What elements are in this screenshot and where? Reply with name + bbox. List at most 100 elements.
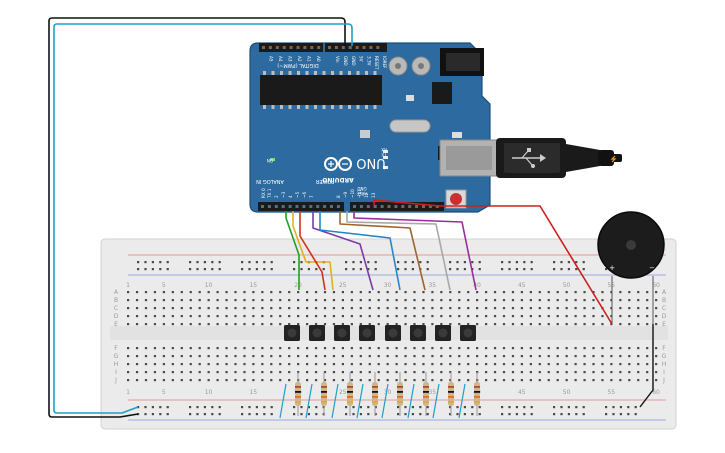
rail-hole[interactable] (463, 406, 466, 409)
rail-hole[interactable] (293, 268, 296, 271)
breadboard-hole[interactable] (135, 315, 139, 318)
rail-hole[interactable] (374, 406, 377, 409)
breadboard-hole[interactable] (135, 299, 139, 302)
breadboard-hole[interactable] (628, 299, 631, 302)
breadboard-hole[interactable] (440, 355, 443, 358)
breadboard-hole[interactable] (565, 371, 568, 374)
header-pin[interactable] (355, 46, 359, 49)
breadboard-hole[interactable] (583, 291, 586, 294)
breadboard-hole[interactable] (323, 291, 327, 294)
breadboard-hole[interactable] (332, 347, 336, 350)
rail-hole[interactable] (582, 413, 585, 416)
breadboard-hole[interactable] (243, 379, 246, 382)
rail-hole[interactable] (293, 413, 296, 416)
breadboard-hole[interactable] (153, 299, 157, 302)
breadboard-hole[interactable] (619, 299, 622, 302)
breadboard-hole[interactable] (520, 323, 523, 326)
breadboard-hole[interactable] (323, 315, 327, 318)
breadboard-hole[interactable] (252, 315, 255, 318)
vcc-wire[interactable] (53, 23, 353, 414)
breadboard-hole[interactable] (341, 291, 344, 294)
breadboard-hole[interactable] (646, 379, 649, 382)
breadboard-hole[interactable] (350, 291, 353, 294)
header-pin[interactable] (401, 205, 405, 208)
header-pin[interactable] (387, 205, 391, 208)
rail-hole[interactable] (605, 268, 608, 271)
rail-hole[interactable] (397, 261, 400, 264)
breadboard-hole[interactable] (538, 347, 541, 350)
breadboard-hole[interactable] (261, 307, 264, 310)
breadboard-hole[interactable] (127, 315, 130, 318)
breadboard-hole[interactable] (288, 355, 291, 358)
breadboard-hole[interactable] (144, 355, 148, 358)
header-pin[interactable] (309, 205, 313, 208)
breadboard-hole[interactable] (261, 371, 264, 374)
breadboard-hole[interactable] (216, 379, 219, 382)
breadboard-hole[interactable] (306, 315, 309, 318)
rail-hole[interactable] (159, 406, 162, 409)
breadboard-hole[interactable] (395, 291, 398, 294)
header-pin[interactable] (428, 205, 432, 208)
breadboard-hole[interactable] (216, 371, 219, 374)
breadboard-hole[interactable] (341, 363, 344, 366)
breadboard-hole[interactable] (332, 355, 336, 358)
header-pin[interactable] (317, 46, 321, 49)
breadboard-hole[interactable] (350, 323, 353, 326)
breadboard-hole[interactable] (234, 363, 237, 366)
breadboard-hole[interactable] (341, 371, 344, 374)
breadboard-hole[interactable] (297, 315, 300, 318)
rail-hole[interactable] (315, 406, 318, 409)
breadboard-hole[interactable] (252, 379, 255, 382)
breadboard-hole[interactable] (135, 347, 139, 350)
resistor-jumper[interactable] (279, 383, 287, 419)
breadboard-hole[interactable] (162, 347, 165, 350)
breadboard-hole[interactable] (270, 371, 273, 374)
breadboard-hole[interactable] (628, 323, 631, 326)
header-pin[interactable] (336, 205, 340, 208)
breadboard-hole[interactable] (386, 307, 389, 310)
breadboard-hole[interactable] (601, 323, 604, 326)
resistor-jumper[interactable] (407, 383, 415, 419)
breadboard-hole[interactable] (476, 299, 479, 302)
breadboard-hole[interactable] (261, 291, 264, 294)
breadboard-hole[interactable] (592, 379, 595, 382)
breadboard-hole[interactable] (225, 363, 228, 366)
breadboard-hole[interactable] (637, 291, 640, 294)
rail-hole[interactable] (203, 413, 206, 416)
rail-hole[interactable] (166, 268, 169, 271)
breadboard-hole[interactable] (225, 323, 228, 326)
breadboard-hole[interactable] (341, 307, 344, 310)
breadboard-hole[interactable] (592, 323, 595, 326)
rail-hole[interactable] (248, 261, 251, 264)
breadboard-hole[interactable] (216, 291, 219, 294)
breadboard-hole[interactable] (574, 323, 577, 326)
breadboard-hole[interactable] (359, 291, 362, 294)
breadboard-hole[interactable] (279, 363, 282, 366)
resistor-5[interactable] (397, 382, 403, 406)
breadboard-hole[interactable] (386, 291, 389, 294)
breadboard-hole[interactable] (538, 291, 541, 294)
rail-hole[interactable] (151, 261, 154, 264)
rail-hole[interactable] (404, 413, 407, 416)
breadboard-hole[interactable] (180, 291, 183, 294)
breadboard-hole[interactable] (502, 355, 506, 358)
header-pin[interactable] (394, 205, 398, 208)
breadboard-hole[interactable] (144, 347, 148, 350)
breadboard-hole[interactable] (637, 355, 640, 358)
resistor-6[interactable] (423, 382, 429, 406)
breadboard-hole[interactable] (493, 379, 497, 382)
breadboard-hole[interactable] (350, 299, 353, 302)
rail-hole[interactable] (367, 268, 370, 271)
breadboard-hole[interactable] (162, 355, 165, 358)
breadboard-hole[interactable] (386, 347, 389, 350)
breadboard-hole[interactable] (386, 379, 389, 382)
breadboard-hole[interactable] (153, 307, 157, 310)
breadboard-hole[interactable] (198, 363, 201, 366)
rail-hole[interactable] (189, 268, 192, 271)
rail-hole[interactable] (567, 413, 570, 416)
breadboard-hole[interactable] (511, 307, 515, 310)
header-pin[interactable] (295, 205, 299, 208)
breadboard-hole[interactable] (511, 379, 515, 382)
breadboard-hole[interactable] (332, 299, 336, 302)
breadboard-hole[interactable] (395, 371, 398, 374)
